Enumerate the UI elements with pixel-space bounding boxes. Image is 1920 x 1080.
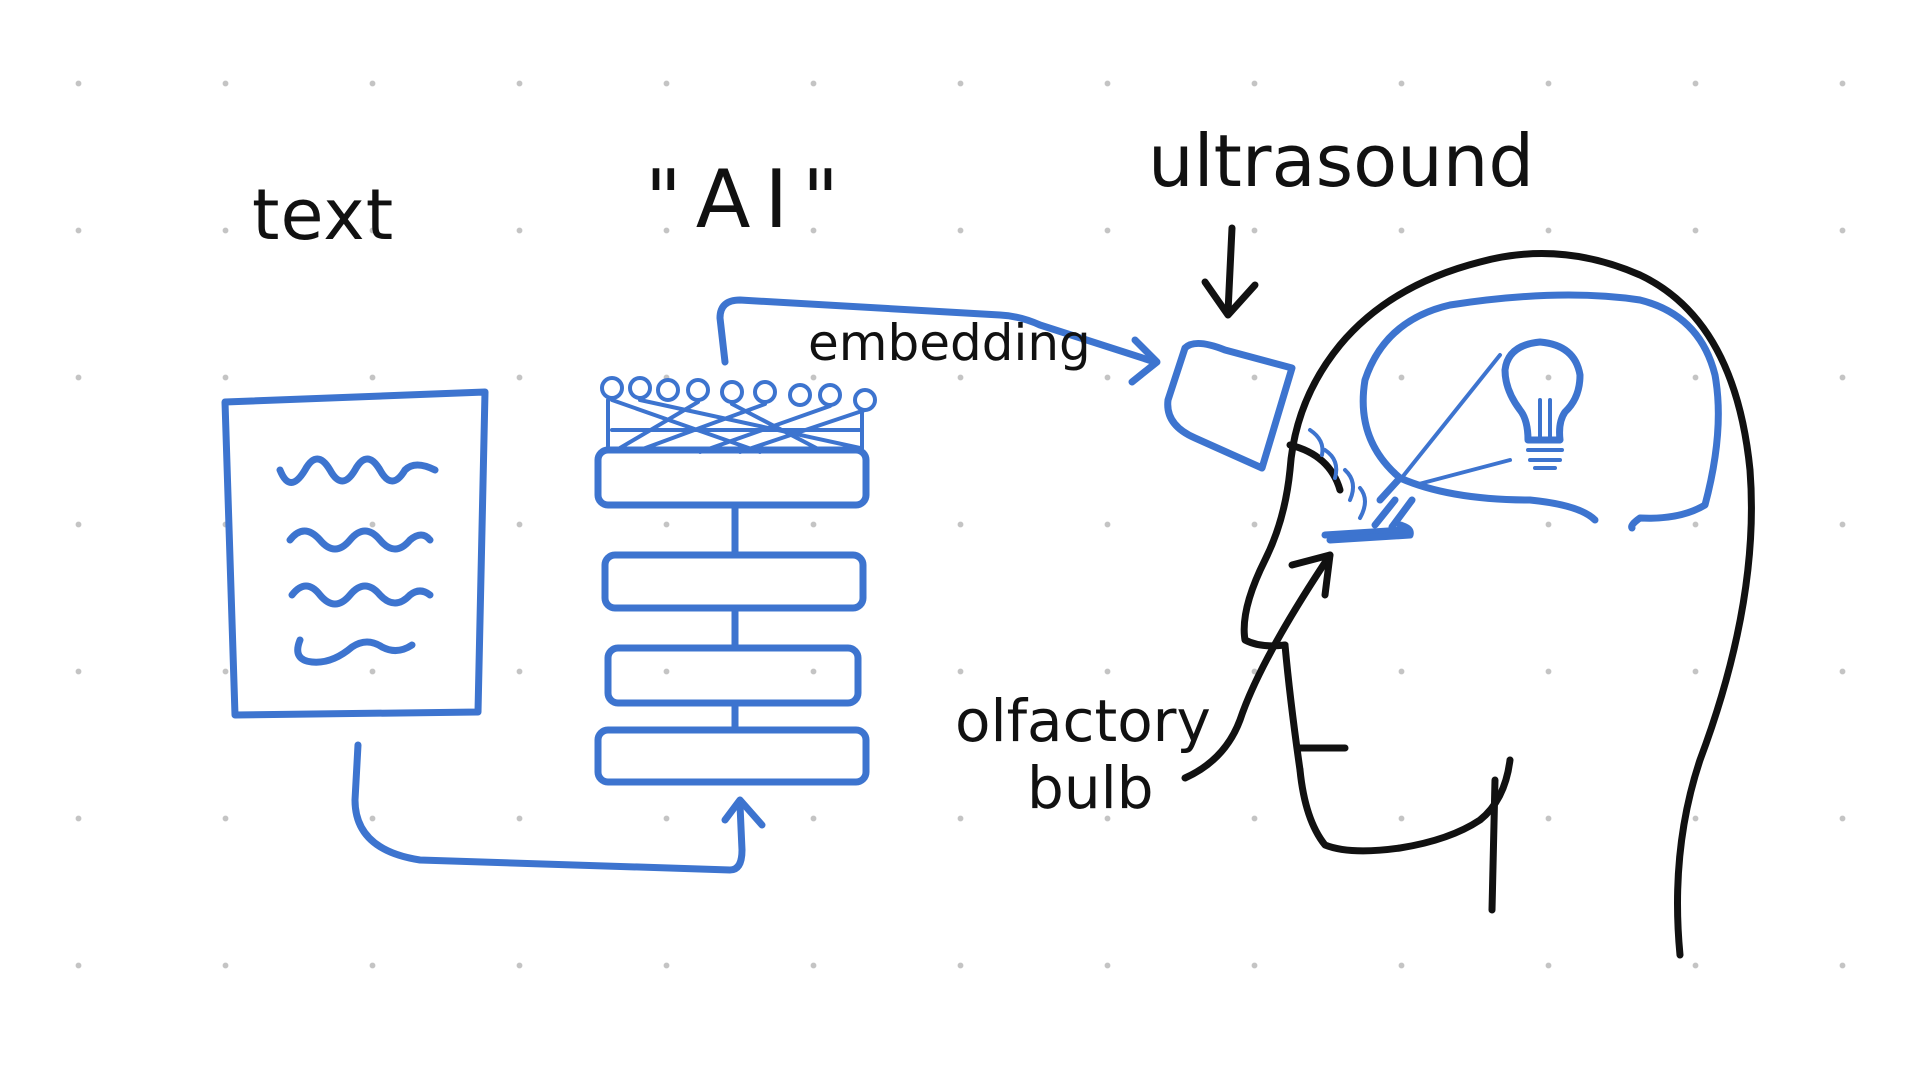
label-olfactory-bulb: olfactory bulb xyxy=(955,688,1211,821)
label-ultrasound: ultrasound xyxy=(1148,119,1535,203)
brain-outline xyxy=(1359,291,1722,532)
olfactory-bulb-icon xyxy=(1321,496,1416,544)
neural-network-icon xyxy=(594,376,877,786)
lightbulb-icon xyxy=(1501,338,1584,470)
olfactory-arrow xyxy=(1181,551,1334,782)
label-olfactory-line2: bulb xyxy=(1027,753,1154,822)
light-rays xyxy=(1398,353,1512,487)
ultrasound-probe-icon xyxy=(1164,340,1296,472)
input-arrow xyxy=(351,741,766,874)
label-olfactory-line1: olfactory xyxy=(955,687,1211,755)
head-profile-icon xyxy=(1240,250,1755,959)
embedding-arrow xyxy=(716,296,1161,386)
label-ai: "AI" xyxy=(645,153,853,246)
ultrasound-arrow xyxy=(1201,224,1259,319)
document-icon xyxy=(221,388,489,719)
label-text: text xyxy=(252,174,395,256)
sound-waves xyxy=(1286,428,1367,520)
label-embedding: embedding xyxy=(808,314,1091,372)
